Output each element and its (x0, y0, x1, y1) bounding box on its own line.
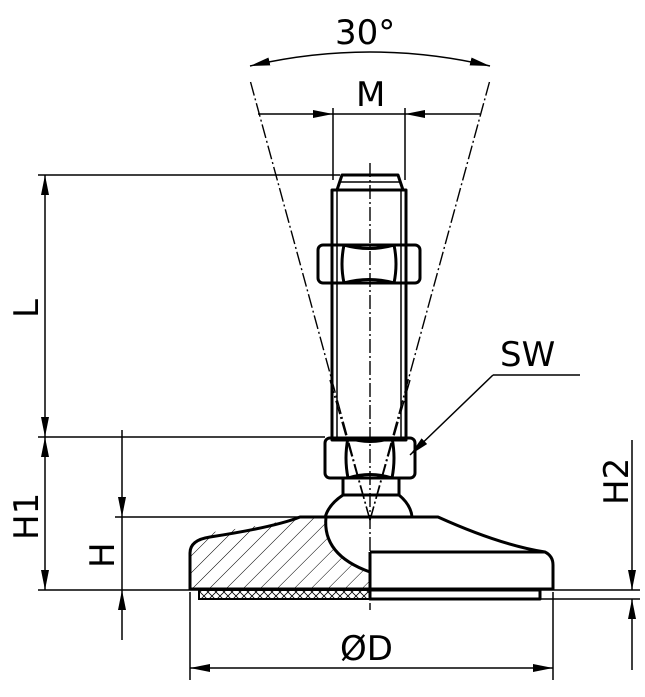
angle-label: 30° (335, 13, 395, 53)
height-label: H (83, 542, 123, 568)
length-label: L (7, 299, 47, 318)
base-section-hatched (190, 517, 370, 589)
diameter-dimension (189, 592, 554, 680)
pad-height-label: H2 (597, 458, 637, 505)
length-dimension (38, 174, 340, 438)
height-dimension (115, 430, 300, 640)
base-outline (188, 515, 555, 591)
threaded-stud (330, 173, 408, 442)
lower-hex-nut (323, 436, 417, 497)
upper-hex-nut (316, 243, 422, 285)
thread-label: M (356, 75, 385, 115)
total-height-label: H1 (7, 493, 47, 540)
diameter-label: ØD (340, 629, 393, 669)
wrench-size-leader (409, 374, 580, 456)
pad-height-dimension (540, 440, 640, 670)
angle-dimension-arc (249, 51, 491, 67)
wrench-size-label: SW (500, 335, 555, 375)
rubber-pad (198, 589, 371, 600)
thread-dimension (258, 108, 480, 180)
swivel-angle-lines (249, 79, 491, 521)
